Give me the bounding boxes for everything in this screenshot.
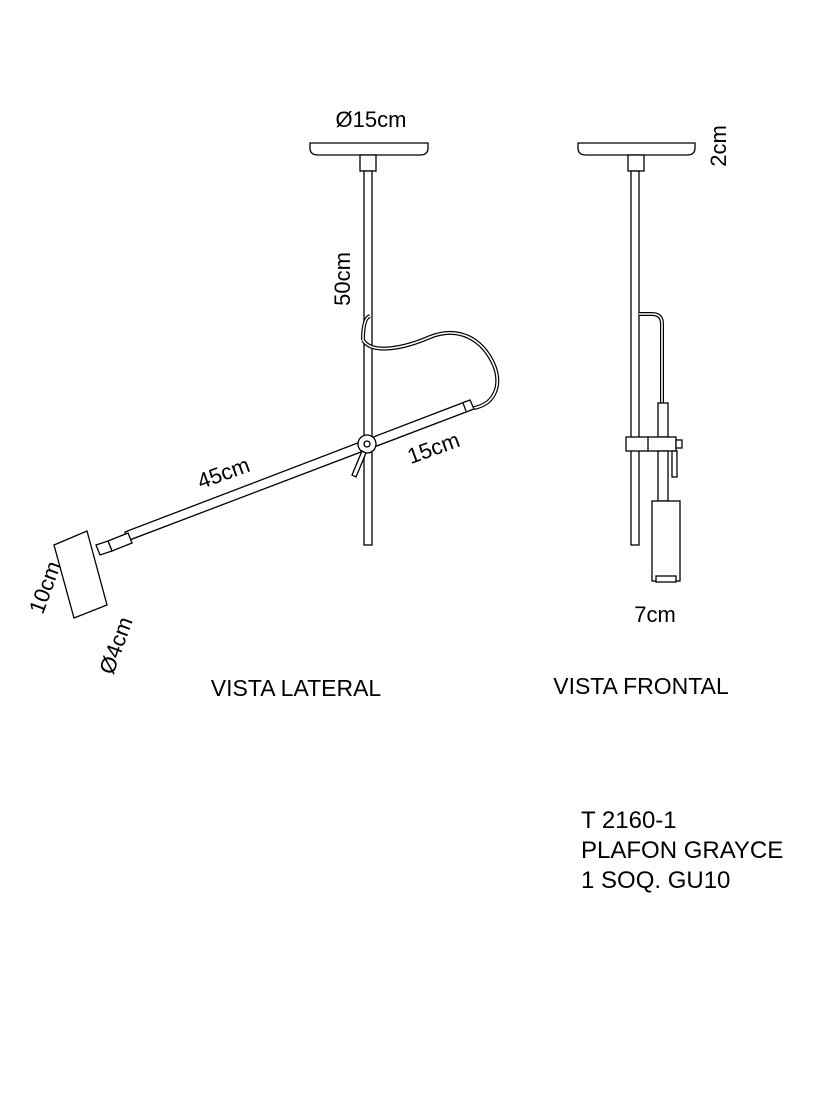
label-head-diameter: Ø4cm: [94, 614, 138, 678]
lateral-head: [53, 530, 108, 619]
product-spec: 1 SOQ. GU10: [581, 867, 731, 894]
frontal-view: 2cm 7cm VISTA FRONTAL: [553, 125, 731, 699]
lateral-wire-cable: [361, 331, 500, 410]
frontal-canopy: [577, 142, 696, 156]
lateral-connector-knob: [95, 540, 113, 556]
lateral-arm: [124, 399, 475, 542]
frontal-clamp-knob: [675, 439, 683, 449]
frontal-head-bezel: [655, 575, 677, 583]
lateral-joint-center: [363, 440, 371, 448]
lateral-view: Ø15cm 50cm 45cm 15cm 10cm Ø4cm VISTA LAT…: [24, 107, 500, 701]
lateral-rod: [363, 170, 373, 546]
lateral-lever: [351, 450, 367, 478]
frontal-arm-lower: [657, 450, 669, 502]
lateral-arm-ring: [462, 402, 467, 412]
label-rod-length: 50cm: [330, 252, 355, 306]
lateral-wire-inner: [362, 315, 371, 341]
frontal-arm-upper: [657, 402, 669, 438]
frontal-lever: [671, 450, 678, 478]
product-name: PLAFON GRAYCE: [581, 837, 784, 864]
lateral-wire-cable-inner: [362, 332, 499, 409]
label-lateral-view: VISTA LATERAL: [211, 675, 382, 701]
label-arm-short: 15cm: [404, 427, 463, 469]
label-canopy-diameter: Ø15cm: [336, 107, 407, 132]
frontal-rod: [630, 170, 640, 546]
lateral-canopy-stem: [359, 154, 377, 172]
frontal-wire-inner: [639, 313, 663, 405]
frontal-wire: [639, 312, 664, 405]
frontal-head: [651, 500, 681, 582]
lateral-canopy: [309, 142, 429, 156]
label-head-length: 10cm: [24, 558, 66, 617]
frontal-canopy-stem: [627, 154, 645, 172]
label-frontal-view: VISTA FRONTAL: [553, 673, 729, 699]
product-code: T 2160-1: [581, 807, 677, 834]
product-info: T 2160-1 PLAFON GRAYCE 1 SOQ. GU10: [581, 806, 783, 896]
label-front-width: 7cm: [634, 602, 676, 627]
frontal-clamp: [625, 436, 677, 452]
label-canopy-height: 2cm: [706, 125, 731, 167]
